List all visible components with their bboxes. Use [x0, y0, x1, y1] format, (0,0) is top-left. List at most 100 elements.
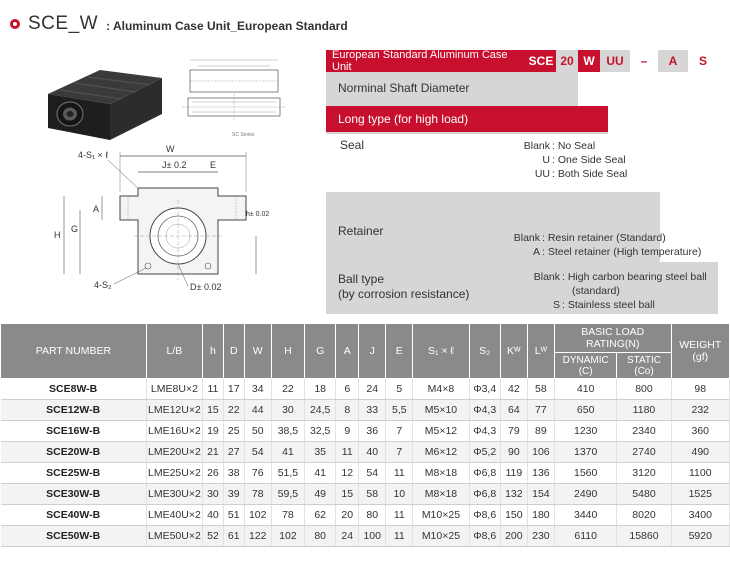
table-cell: 1560	[554, 462, 618, 484]
table-cell: 11	[385, 462, 414, 484]
table-cell: 232	[671, 399, 730, 421]
table-cell: 410	[554, 378, 618, 400]
dim-a: A	[93, 204, 99, 214]
table-cell: 15860	[616, 525, 672, 547]
table-cell: 136	[527, 462, 555, 484]
table-cell: 24	[358, 378, 387, 400]
top-view-drawing: SC Series	[182, 59, 286, 138]
table-cell: 79	[500, 420, 528, 442]
table-cell: 80	[358, 504, 387, 526]
label-long-type: Long type (for high load)	[338, 112, 469, 126]
table-cell: 122	[244, 525, 272, 547]
code-part-series: SCE	[526, 50, 556, 72]
table-cell: 650	[554, 399, 618, 421]
label-retainer: Retainer	[338, 224, 384, 238]
table-cell: M10×25	[412, 504, 470, 526]
table-cell: 19	[202, 420, 224, 442]
table-cell: 25	[223, 420, 245, 442]
table-cell: M4×8	[412, 378, 470, 400]
table-cell: 58	[527, 378, 555, 400]
dim-j: J± 0.2	[162, 160, 186, 170]
part-number-cell: SCE40W-B	[0, 504, 147, 526]
table-cell: 7	[385, 441, 414, 463]
table-cell: 51,5	[271, 462, 306, 484]
table-cell: Φ8,6	[469, 525, 501, 547]
code-part-type: W	[578, 50, 600, 72]
th-part-number: PART NUMBER	[0, 323, 147, 379]
table-cell: 41	[271, 441, 306, 463]
th-s1l: S₁ × ℓ	[412, 323, 470, 379]
code-part-seal: UU	[600, 50, 630, 72]
table-cell: 11	[202, 378, 224, 400]
code-part-size: 20	[556, 50, 578, 72]
table-cell: 8	[335, 399, 360, 421]
table-cell: 15	[335, 483, 360, 505]
table-cell: 106	[527, 441, 555, 463]
table-cell: 27	[223, 441, 245, 463]
code-part-dash: –	[630, 50, 658, 72]
table-cell: 2740	[616, 441, 672, 463]
table-cell: 8020	[616, 504, 672, 526]
table-cell: 24,5	[304, 399, 337, 421]
table-cell: 90	[500, 441, 528, 463]
table-cell: 3400	[671, 504, 730, 526]
table-cell: LME8U×2	[146, 378, 204, 400]
dim-g: G	[71, 224, 78, 234]
table-cell: 11	[335, 441, 360, 463]
table-cell: 58	[358, 483, 387, 505]
table-cell: Φ4,3	[469, 399, 501, 421]
part-number-cell: SCE20W-B	[0, 441, 147, 463]
table-cell: 49	[304, 483, 337, 505]
table-cell: 10	[385, 483, 414, 505]
spec-table: PART NUMBER L/B h D W H G A J E S₁ × ℓ S…	[0, 323, 730, 547]
table-cell: 1180	[616, 399, 672, 421]
part-number-cell: SCE12W-B	[0, 399, 147, 421]
table-cell: 61	[223, 525, 245, 547]
table-cell: 15	[202, 399, 224, 421]
table-cell: LME25U×2	[146, 462, 204, 484]
label-ball-type-sub: (by corrosion resistance)	[338, 287, 470, 301]
table-cell: M8×18	[412, 483, 470, 505]
table-cell: 11	[385, 525, 414, 547]
product-code: SCE_W	[28, 13, 99, 34]
table-cell: LME30U×2	[146, 483, 204, 505]
table-cell: 39	[223, 483, 245, 505]
table-cell: 154	[527, 483, 555, 505]
table-cell: 80	[304, 525, 337, 547]
table-cell: 17	[223, 378, 245, 400]
table-cell: 35	[304, 441, 337, 463]
table-cell: 38	[223, 462, 245, 484]
table-cell: 51	[223, 504, 245, 526]
table-cell: 3120	[616, 462, 672, 484]
table-cell: 200	[500, 525, 528, 547]
table-cell: 5480	[616, 483, 672, 505]
table-cell: M5×10	[412, 399, 470, 421]
table-cell: 78	[244, 483, 272, 505]
section-view-drawing: W J± 0.2 E 4-S₁ × ℓ H G A h± 0.02 4-S₂ D…	[54, 144, 269, 292]
table-cell: 77	[527, 399, 555, 421]
th-static: STATIC (Co)	[616, 352, 672, 379]
th-d: D	[222, 323, 245, 379]
product-subtitle: : Aluminum Case Unit_European Standard	[106, 19, 348, 33]
th-h-small: h	[202, 323, 224, 379]
table-cell: LME40U×2	[146, 504, 204, 526]
table-cell: 78	[271, 504, 306, 526]
table-cell: 21	[202, 441, 224, 463]
table-cell: 1100	[671, 462, 730, 484]
table-cell: 230	[527, 525, 555, 547]
table-cell: 40	[358, 441, 387, 463]
th-lb: L/B	[145, 323, 204, 379]
table-cell: 33	[358, 399, 387, 421]
th-s2: S₂	[468, 323, 501, 379]
table-cell: 119	[500, 462, 528, 484]
table-cell: 42	[500, 378, 528, 400]
code-title: European Standard Aluminum Case Unit	[326, 49, 526, 73]
table-cell: 1230	[554, 420, 618, 442]
table-cell: 20	[335, 504, 360, 526]
table-cell: 5920	[671, 525, 730, 547]
field-shaft-bg	[326, 72, 578, 106]
table-cell: 360	[671, 420, 730, 442]
code-part-ball: S	[688, 50, 718, 72]
